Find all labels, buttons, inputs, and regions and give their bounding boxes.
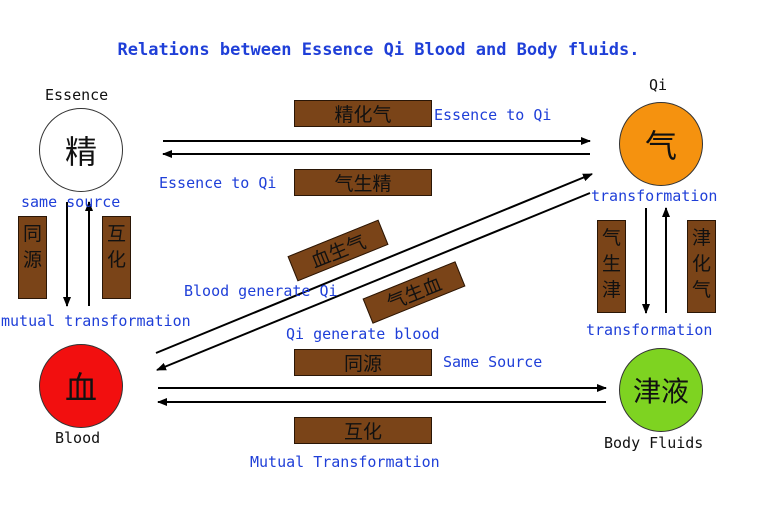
- label-essence-to-qi-bottom: Essence to Qi: [159, 174, 277, 192]
- qi-glyph: 气: [644, 127, 677, 165]
- label-qi-generate-blood: Qi generate blood: [286, 325, 440, 343]
- box-qi-gen-fluid: 气生津: [597, 220, 626, 313]
- diagram-title: Relations between Essence Qi Blood and B…: [117, 40, 640, 60]
- label-transformation-top: transformation: [591, 187, 718, 205]
- blood-node: 血: [39, 344, 123, 428]
- essence-glyph: 精: [64, 133, 97, 171]
- box-mutual-v: 互化: [102, 216, 131, 299]
- label-blood-generate-qi: Blood generate Qi: [184, 282, 338, 300]
- essence-label: Essence: [45, 86, 109, 104]
- fluids-node: 津液: [619, 348, 703, 432]
- box-mutual-h: 互化: [294, 417, 432, 444]
- label-same-source-left: same source: [21, 193, 121, 211]
- label-same-source-right: Same Source: [443, 353, 543, 371]
- box-fluid-to-qi: 津化气: [687, 220, 716, 313]
- arrow-qi-to-blood: [156, 192, 591, 371]
- label-essence-to-qi-top: Essence to Qi: [434, 106, 552, 124]
- label-mutual-transformation-bottom: Mutual Transformation: [250, 453, 440, 471]
- box-same-source-h: 同源: [294, 349, 432, 376]
- qi-label: Qi: [649, 76, 668, 94]
- fluids-label: Body Fluids: [604, 434, 704, 452]
- qi-node: 气: [619, 102, 703, 186]
- blood-glyph: 血: [64, 369, 97, 407]
- box-same-source-v: 同源: [18, 216, 47, 299]
- box-qi-to-essence: 气生精: [294, 169, 432, 196]
- fluids-glyph: 津液: [632, 375, 689, 408]
- box-essence-to-qi: 精化气: [294, 100, 432, 127]
- blood-label: Blood: [55, 429, 101, 447]
- label-transformation-bottom: transformation: [586, 321, 713, 339]
- essence-node: 精: [39, 108, 123, 192]
- label-mutual-transformation-left: mutual transformation: [1, 312, 191, 330]
- arrow-blood-to-qi: [155, 173, 593, 354]
